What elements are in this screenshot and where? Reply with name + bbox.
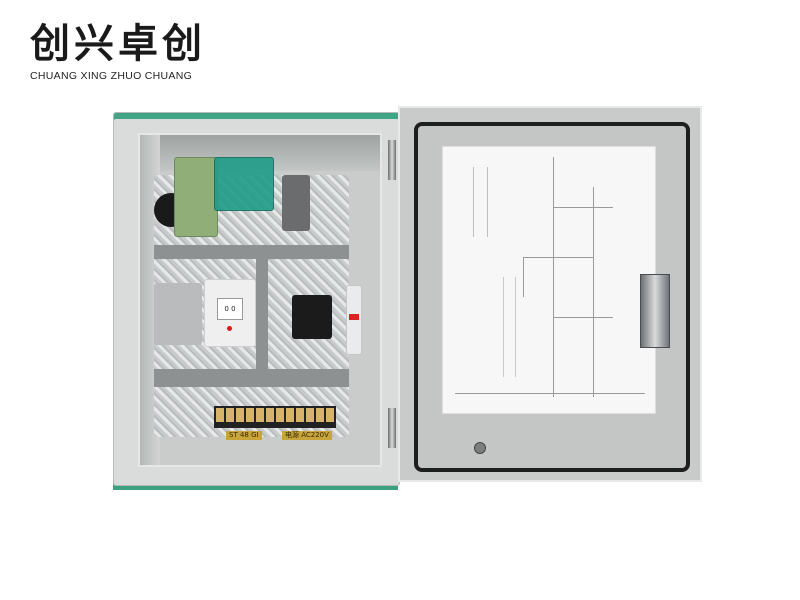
din-rail-vertical (256, 259, 268, 369)
transformer (174, 157, 218, 237)
brand-logo: 创兴卓创 CHUANG XING ZHUO CHUANG (30, 22, 210, 82)
breaker-indicator (349, 314, 359, 320)
status-led (227, 326, 232, 331)
door-latch[interactable] (640, 274, 670, 348)
terminal-block (214, 406, 336, 428)
controller-display: 0 0 (217, 298, 243, 320)
control-cabinet: 0 0 ST 48 GI 电源 AC220V (113, 112, 400, 486)
circuit-breaker (346, 285, 362, 355)
din-rail-bottom (154, 369, 349, 387)
green-relay (214, 157, 274, 211)
hinge-bottom (388, 408, 396, 448)
contactor (292, 295, 332, 339)
small-relay (282, 175, 310, 231)
logo-chinese: 创兴卓创 (30, 21, 206, 67)
ground-bolt (474, 442, 486, 454)
door-gasket (414, 122, 690, 472)
wiring-diagram (442, 146, 656, 414)
logo-english: CHUANG XING ZHUO CHUANG (30, 70, 193, 82)
controller-module: 0 0 (204, 279, 256, 347)
hinge-top (388, 140, 396, 180)
terminal-label-power: 电源 AC220V (282, 431, 332, 440)
din-rail-top (154, 245, 349, 259)
cabinet-door (398, 106, 702, 482)
terminal-label-signal: ST 48 GI (226, 431, 262, 440)
power-supply-unit (154, 283, 202, 345)
